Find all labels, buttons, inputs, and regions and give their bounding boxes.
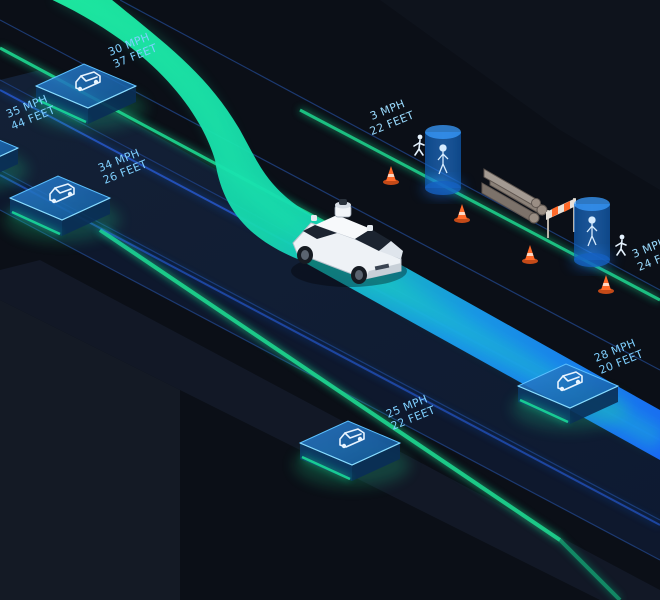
car-icon xyxy=(339,428,365,449)
pedestrian-figure xyxy=(437,144,449,175)
pedestrian-figure xyxy=(586,216,598,247)
planned-path-glow xyxy=(55,0,660,450)
vehicle-box[interactable] xyxy=(30,63,146,130)
vehicle-box[interactable] xyxy=(512,363,628,430)
road-surface xyxy=(0,70,660,520)
pedestrian-zone[interactable] xyxy=(572,197,612,268)
car-icon xyxy=(75,71,101,92)
traffic-cone-icon xyxy=(454,204,470,223)
lidar-sensor-icon xyxy=(334,199,352,218)
vehicle-box[interactable] xyxy=(0,126,28,192)
vehicle-box[interactable] xyxy=(294,420,410,487)
traffic-cone-icon xyxy=(522,245,538,264)
construction-pipes-icon xyxy=(481,168,548,224)
autonomous-car-icon[interactable] xyxy=(291,199,407,287)
building-block xyxy=(380,0,660,190)
pedestrian-zone[interactable] xyxy=(423,125,463,196)
car-icon xyxy=(49,183,75,204)
traffic-cone-icon xyxy=(598,275,614,294)
pedestrian-icon xyxy=(615,234,627,256)
car-icon xyxy=(557,371,583,392)
road-surface-lower xyxy=(0,170,660,560)
traffic-cones xyxy=(383,166,614,294)
vehicle-box[interactable] xyxy=(4,175,120,242)
pedestrian-icon xyxy=(413,134,425,156)
traffic-cone-icon xyxy=(383,166,399,185)
building-block xyxy=(0,300,180,600)
